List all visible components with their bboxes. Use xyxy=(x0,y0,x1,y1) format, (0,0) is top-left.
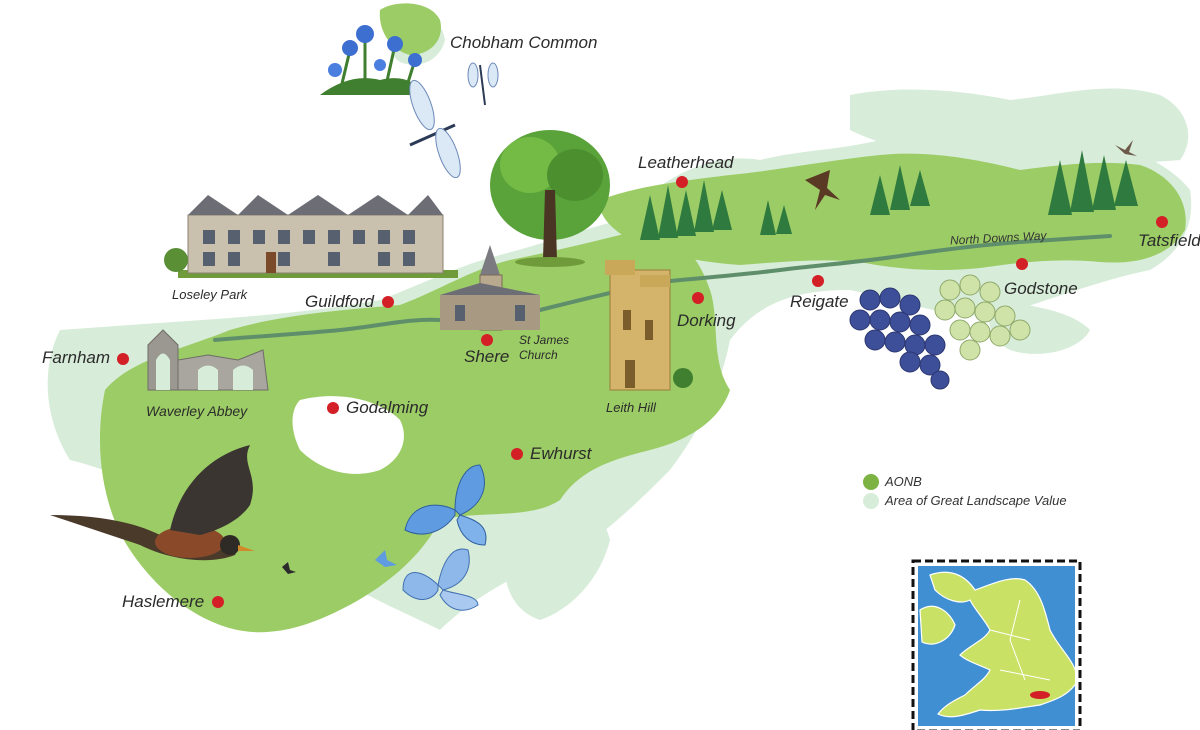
legend-item-aonb: AONB xyxy=(885,474,922,489)
town-dot-farnham xyxy=(117,353,129,365)
dragonfly-icon xyxy=(409,79,461,179)
legend-label-aglv: Area of Great Landscape Value xyxy=(885,493,1067,508)
town-dot-godalming xyxy=(327,402,339,414)
surrey-highlight xyxy=(1030,691,1050,699)
uk-inset-map-icon xyxy=(911,559,1082,730)
town-dot-leatherhead xyxy=(676,176,688,188)
tower-icon xyxy=(605,260,693,391)
label-dorking: Dorking xyxy=(677,311,736,330)
town-dot-shere xyxy=(481,334,493,346)
town-dot-haslemere xyxy=(212,596,224,608)
town-dot-godstone xyxy=(1016,258,1028,270)
label-tatsfield: Tatsfield xyxy=(1138,231,1200,250)
legend-item-aglv: Area of Great Landscape Value xyxy=(885,493,1067,508)
butterfly-icon xyxy=(375,550,397,567)
town-dot-tatsfield xyxy=(1156,216,1168,228)
legend-label-aonb: AONB xyxy=(885,474,922,489)
town-dot-dorking xyxy=(692,292,704,304)
grapes-icon xyxy=(849,274,1031,390)
church-icon xyxy=(440,245,540,331)
town-dot-ewhurst xyxy=(511,448,523,460)
label-chobham-common: Chobham Common xyxy=(450,33,598,52)
label-waverley-abbey: Waverley Abbey xyxy=(146,403,248,419)
bird-icon xyxy=(805,170,840,210)
label-reigate: Reigate xyxy=(790,292,849,311)
town-markers xyxy=(117,176,1168,608)
pine-forest-icon xyxy=(640,150,1138,240)
label-ewhurst: Ewhurst xyxy=(530,444,592,463)
town-dot-reigate xyxy=(812,275,824,287)
oak-tree-icon xyxy=(490,130,610,267)
label-godalming: Godalming xyxy=(346,398,429,417)
label-farnham: Farnham xyxy=(42,348,111,367)
legend-swatch-aonb xyxy=(863,474,879,490)
label-st-james-church: St James Church xyxy=(519,333,570,362)
label-leith-hill: Leith Hill xyxy=(606,400,656,415)
dragonfly-icon xyxy=(467,62,499,106)
label-guildford: Guildford xyxy=(305,292,374,311)
manor-house-icon xyxy=(164,195,458,278)
butterfly-icon xyxy=(402,548,479,611)
label-godstone: Godstone xyxy=(1004,279,1078,298)
label-haslemere: Haslemere xyxy=(122,592,205,611)
bird-icon xyxy=(282,562,296,574)
label-leatherhead: Leatherhead xyxy=(638,153,734,172)
legend-swatch-aglv xyxy=(863,493,879,509)
label-shere: Shere xyxy=(464,347,510,366)
bird-icon xyxy=(50,445,255,561)
label-loseley-park: Loseley Park xyxy=(172,287,248,302)
bird-icon xyxy=(1115,140,1137,156)
town-dot-guildford xyxy=(382,296,394,308)
butterfly-icon xyxy=(404,464,487,546)
abbey-ruin-icon xyxy=(147,329,269,391)
bluebell-flowers-icon xyxy=(320,25,425,95)
